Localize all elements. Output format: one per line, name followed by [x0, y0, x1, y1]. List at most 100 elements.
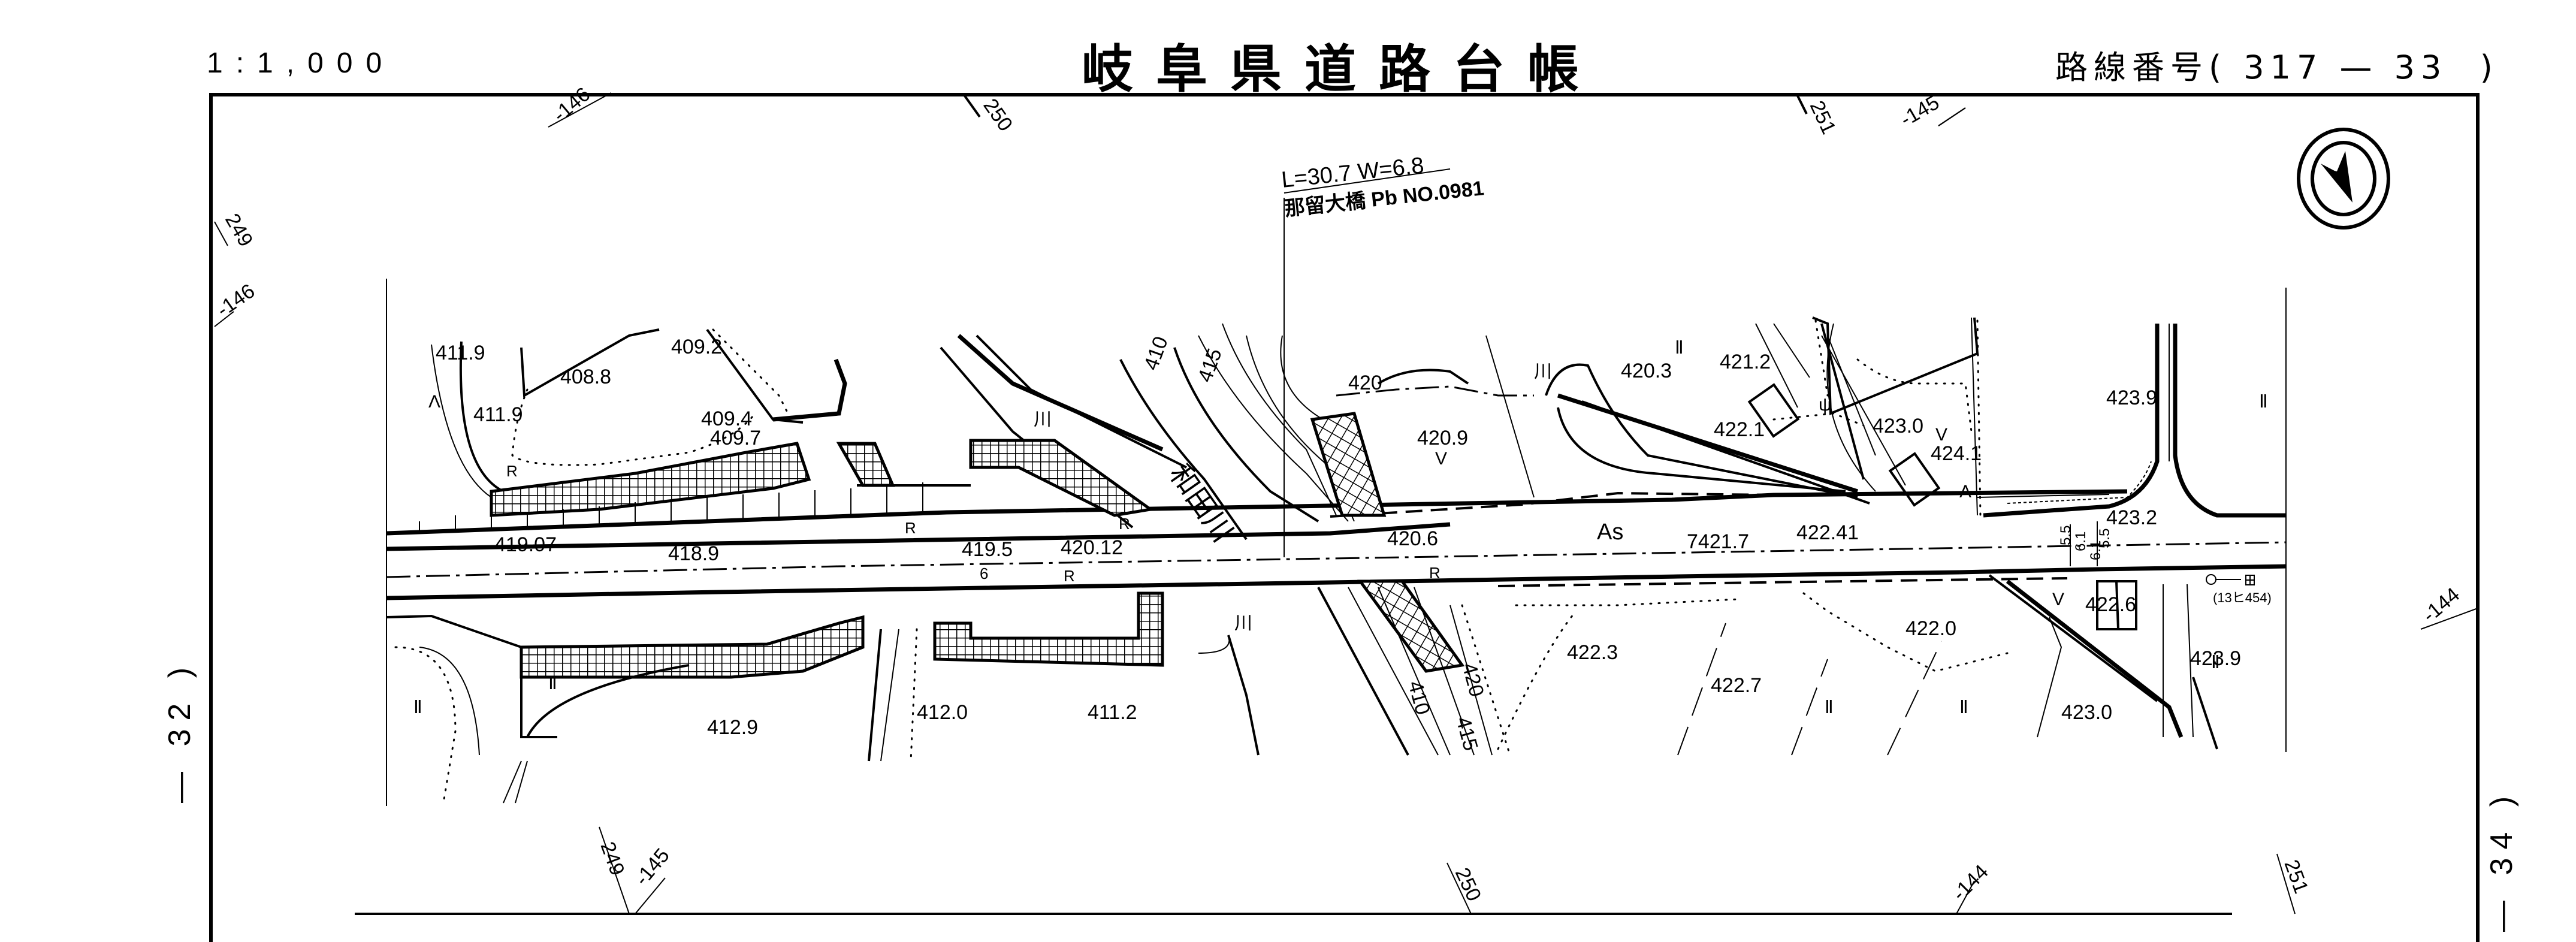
radius-mark-2: R	[1119, 515, 1130, 533]
elevation-label: 412.0	[917, 701, 968, 724]
wall-hatch-2	[836, 442, 895, 487]
map-scale: 1:1,000	[207, 47, 395, 79]
bridge-annotation: L=30.7 W=6.8 那留大橋 Pb NO.0981	[1281, 153, 1485, 557]
elevation-label: 420.9	[1417, 427, 1468, 449]
elevation-label: 418.9	[668, 542, 719, 565]
main-road	[386, 489, 2287, 600]
road-south-edge	[386, 570, 1960, 600]
river-bank-hatch-south	[1357, 579, 1465, 673]
elevations-road: 419.07 418.9 419.5 420.12 420.6 7421.7 4…	[494, 506, 2157, 565]
grid-label-left-249: 249	[214, 210, 257, 250]
facility-label: (13ヒ454)	[2213, 590, 2272, 605]
lane-widths: 5.5 6.1 6.1 5.5	[2058, 521, 2113, 566]
grid-label-right-144: -144	[2418, 583, 2478, 630]
svg-text:-145: -145	[1896, 91, 1943, 131]
svg-text:249: 249	[596, 839, 629, 878]
radius-mark-3: R	[1064, 567, 1075, 585]
grid-label-top-145: -145	[1896, 91, 1966, 131]
elevation-label: 423.2	[2106, 506, 2157, 529]
lane-width-2: 6.1	[2073, 532, 2089, 551]
elevation-label: 409.7	[710, 427, 761, 449]
contour-label-420: 420	[1348, 372, 1382, 394]
grid-label-bottom-249: 249	[596, 826, 630, 914]
paddy-symbol: Ⅱ	[2259, 392, 2268, 412]
wall-hatch-3	[969, 439, 1155, 517]
elevation-label: 422.6	[2085, 593, 2136, 616]
elevation-label: 422.0	[1905, 617, 1956, 640]
paddy-symbol: Ⅱ	[1959, 698, 1968, 717]
elevation-label: 422.41	[1796, 521, 1859, 544]
elevation-label: 411.9	[473, 403, 523, 426]
grid-label-bottom-250: 250	[1446, 862, 1485, 914]
north-arrow-icon	[2297, 128, 2390, 230]
svg-text:251: 251	[1805, 97, 1840, 137]
river-wada: 和田川 410 415 420 420 410 415	[1119, 323, 1511, 756]
elevation-label: 420.12	[1061, 536, 1123, 559]
pole-icon	[2206, 574, 2216, 585]
orchard-symbol: V	[1435, 449, 1447, 469]
elevation-label: 423.9	[2190, 647, 2241, 670]
route-open-paren: (	[2209, 49, 2228, 86]
route-close-paren: )	[2480, 49, 2499, 86]
contour-label-410-south: 410	[1403, 678, 1434, 717]
elevation-label: 422.7	[1711, 674, 1762, 697]
forest-symbol: Λ	[428, 392, 440, 412]
paddy-symbol: Ⅱ	[1825, 698, 1834, 717]
elevation-label: 422.1	[1714, 418, 1765, 441]
grid-label-bottom-251: 251	[2276, 853, 2313, 914]
elevation-label: 419.07	[494, 533, 557, 556]
paddy-symbol: Ⅱ	[548, 674, 557, 693]
elevation-label: 423.9	[2106, 387, 2157, 409]
svg-text:250: 250	[1451, 864, 1485, 904]
paddy-symbol: Ⅱ	[1675, 338, 1684, 358]
elevation-label: 420.6	[1387, 527, 1438, 550]
orchard-symbol: V	[2052, 590, 2064, 609]
elevations-north: 411.9 411.9 408.8 409.2 409.4 409.7 420.…	[436, 336, 2157, 465]
lane-width-1: 5.5	[2058, 526, 2074, 545]
road-centerline	[386, 541, 2287, 578]
road-north-edge	[386, 489, 2128, 536]
grid-label-left-146: -146	[213, 279, 259, 327]
surface-label: As	[1597, 520, 1623, 545]
grid-label-top-251: 251	[1796, 95, 1840, 138]
building-1	[1747, 383, 1800, 438]
paddy-symbol: Ⅱ	[413, 698, 422, 717]
north-left-parcels	[431, 328, 1187, 529]
grid-label-bottom-144: -144	[1948, 861, 1993, 914]
elevation-label: 7421.7	[1687, 530, 1749, 553]
svg-text:-145: -145	[630, 844, 674, 890]
svg-text:-146: -146	[213, 279, 259, 321]
river-bank-hatch-north	[1310, 412, 1387, 517]
south-wall-hatch-2	[933, 591, 1164, 667]
field-symbol: 川	[1234, 614, 1252, 633]
field-symbol: 川	[1534, 362, 1552, 382]
elevation-label: 421.2	[1720, 351, 1771, 373]
svg-text:-146: -146	[549, 83, 595, 126]
route-number: 路線番号( 317 — 33 )	[2055, 41, 2499, 88]
route-label: 路線番号	[2055, 49, 2209, 86]
lane-width-4: 5.5	[2097, 529, 2113, 548]
orchard-symbol: V	[1935, 425, 1947, 445]
utility-facility: (13ヒ454)	[2206, 574, 2272, 605]
page-title: 岐阜県道路台帳	[1082, 40, 1602, 99]
elevation-label: 419.5	[962, 538, 1013, 561]
road-north-dashed-edge	[1330, 491, 1774, 518]
svg-text:251: 251	[2279, 857, 2312, 896]
south-side-features	[386, 574, 2218, 804]
lane-width-3: 6.1	[2088, 541, 2104, 560]
elevation-label: 424.1	[1931, 442, 1982, 465]
contour-label-420-south: 420	[1457, 660, 1488, 699]
radius-mark-4: R	[1429, 564, 1440, 582]
contour-label-415: 415	[1194, 345, 1227, 385]
route-sheet-number: 33	[2394, 49, 2448, 86]
elevation-label: 423.0	[2061, 701, 2112, 724]
elevation-label: 409.4	[701, 407, 752, 430]
elevations-south: 412.9 412.0 411.2 422.3 422.7 422.0 422.…	[707, 593, 2241, 739]
elevation-label: 423.0	[1873, 415, 1923, 437]
elevation-label: 422.3	[1567, 641, 1618, 664]
lane-number: 6	[980, 564, 988, 582]
building-2	[1888, 452, 1941, 507]
route-dash: —	[2339, 49, 2378, 86]
elevation-label: 411.9	[436, 342, 485, 364]
